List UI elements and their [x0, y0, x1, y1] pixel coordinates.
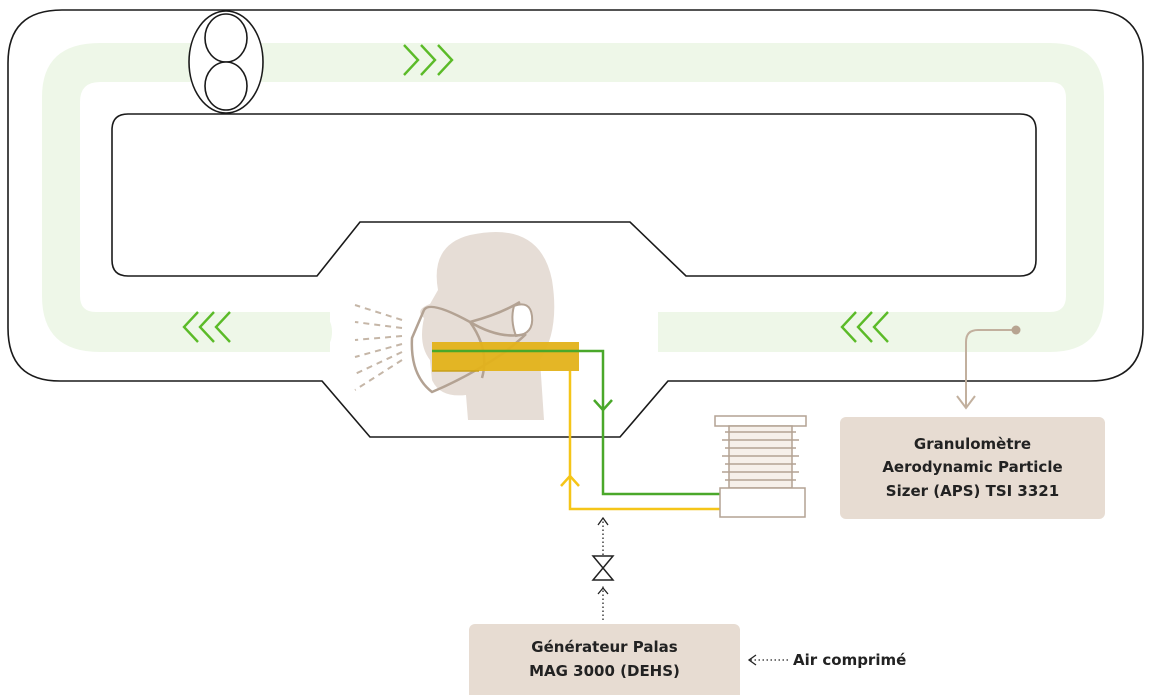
fan-icon — [188, 10, 264, 114]
compressed-air-label: Air comprimé — [793, 651, 907, 669]
flow-arrows-top — [403, 44, 454, 76]
airflow-band-left-cap — [300, 312, 332, 352]
probe-tip — [1011, 325, 1021, 335]
tunnel-inner-wall — [111, 113, 1037, 277]
palas-line-1: Générateur Palas — [531, 638, 678, 657]
valve-icon — [591, 555, 615, 581]
aps-sampling-probe — [956, 329, 1016, 410]
green-flow-line — [432, 349, 720, 496]
tunnel-outer-wall — [7, 9, 1144, 438]
aps-line-1: Granulomètre — [913, 435, 1032, 454]
bellows-icon — [714, 415, 807, 518]
air-inlet-arrow — [747, 654, 788, 666]
airflow-band-right-cap — [658, 312, 690, 352]
palas-generator-box: Générateur Palas MAG 3000 (DEHS) — [469, 624, 740, 695]
aps-box: Granulomètre Aerodynamic Particle Sizer … — [840, 417, 1105, 519]
flow-arrows-bottom-left — [182, 311, 231, 343]
yellow-flow-line — [560, 371, 720, 511]
airflow-band — [42, 43, 1104, 352]
air-supply-line — [597, 516, 609, 620]
aps-line-3: Sizer (APS) TSI 3321 — [885, 481, 1060, 500]
head-with-mask-icon — [410, 232, 579, 420]
flow-arrows-bottom-right — [840, 311, 889, 343]
aps-line-2: Aerodynamic Particle — [882, 458, 1063, 477]
exhalation-lines — [354, 304, 403, 391]
palas-line-2: MAG 3000 (DEHS) — [529, 661, 680, 680]
